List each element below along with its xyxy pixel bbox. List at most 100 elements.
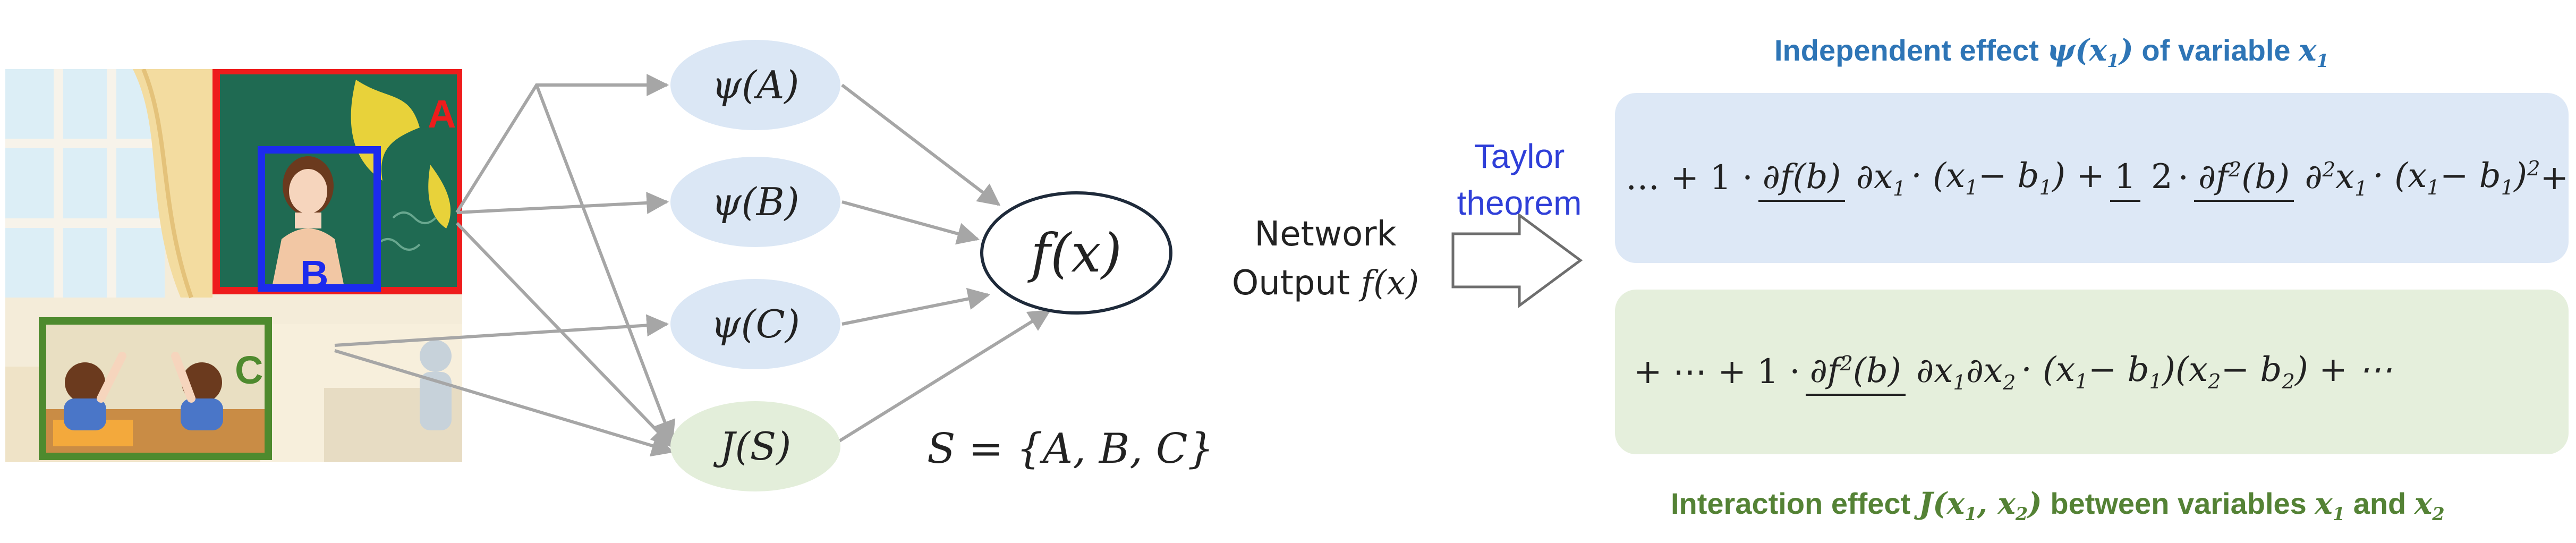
- interaction-v1-sub: 1: [2332, 503, 2345, 525]
- eq-top-t2-sup: 2: [2527, 156, 2540, 181]
- eq-top-f2-den-d: ∂: [2305, 157, 2323, 197]
- eq-top-half-den: 2: [2150, 157, 2173, 197]
- interaction-middle: between variables: [2042, 487, 2315, 520]
- eq-top-lead: … + 1 ·: [1626, 158, 1753, 198]
- classroom-illustration: A B C: [5, 67, 464, 462]
- eq-bottom-t1b: − b: [2088, 350, 2149, 390]
- eq-bottom-num-sup: 2: [1840, 351, 1853, 376]
- eq-top-t2b-sub: 1: [2501, 175, 2514, 200]
- set-definition: S = {A, B, C}: [927, 425, 1214, 473]
- eq-top-t2c: ): [2514, 156, 2528, 196]
- region-label-b: B: [300, 252, 328, 296]
- arrow-psi-b-to-fx: [841, 200, 980, 245]
- eq-bottom-t2-sub: 2: [2208, 369, 2221, 394]
- eq-top-t2b: − b: [2439, 156, 2501, 196]
- eq-bottom-terms: · (x1 − b1)(x2 − b2) + ⋯: [2021, 350, 2392, 394]
- node-j-s-label: J(S): [719, 424, 792, 469]
- eq-bottom-lead: + ⋯ + 1 ·: [1634, 352, 1800, 392]
- eq-top-f2-num-df: ∂f: [2198, 157, 2229, 197]
- eq-bottom-num: ∂f2(b): [1805, 351, 1906, 396]
- eq-top-f2-den-sub: 1: [2354, 176, 2368, 201]
- network-output-line2: Output f(x): [1214, 259, 1437, 308]
- eq-top-term1: · (x1 − b1) +: [1911, 156, 2105, 200]
- region-label-c: C: [235, 348, 263, 392]
- taylor-theorem-label: Taylor theorem: [1445, 133, 1594, 226]
- independent-prefix: Independent effect: [1774, 33, 2047, 67]
- eq-bottom-fraction: ∂f2(b) ∂x1∂x2: [1805, 348, 2016, 396]
- independent-effect-caption: Independent effect ψ(x1) of variable x1: [1774, 33, 2329, 71]
- eq-top-t2-sub: 1: [2427, 175, 2440, 200]
- eq-bottom-t2b: − b: [2221, 350, 2282, 390]
- eq-bottom-t1: · (x: [2021, 350, 2076, 390]
- independent-var: x1: [2299, 33, 2329, 72]
- taylor-line2: theorem: [1457, 184, 1582, 222]
- arrow-js-to-fx: [838, 309, 1051, 443]
- eq-top-f1-den-x: ∂x: [1856, 157, 1893, 197]
- eq-bottom-t1-sub: 1: [2075, 369, 2088, 394]
- interaction-j-comma: , x: [1977, 486, 2016, 521]
- eq-top-f2-den-x: x: [2335, 157, 2355, 197]
- taylor-line1: Taylor: [1474, 137, 1565, 175]
- eq-bottom-den-x2: ∂x: [1966, 351, 2003, 391]
- arrow-a-to-js: [535, 84, 676, 443]
- taylor-first-order-equation: … + 1 · ∂f(b) ∂x1 · (x1 − b1) + 1 2 · ∂f…: [1626, 104, 2576, 252]
- eq-top-t1-sub: 1: [1965, 175, 1978, 200]
- arrow-psi-c-to-fx: [841, 287, 991, 326]
- independent-psi-arg: (x: [2075, 33, 2107, 68]
- eq-bottom-den-sub1: 1: [1953, 370, 1966, 395]
- independent-psi-close: ): [2119, 33, 2133, 68]
- eq-bottom-num-df: ∂f: [1809, 351, 1840, 391]
- interaction-effect-caption: Interaction effect J(x1, x2) between var…: [1671, 486, 2445, 524]
- eq-bottom-t1c: )(x: [2162, 350, 2208, 390]
- independent-psi-symbol: ψ: [2047, 33, 2076, 68]
- node-psi-b: ψ(B): [670, 157, 840, 247]
- independent-middle: of variable: [2133, 33, 2299, 67]
- independent-psi: ψ(x1): [2047, 33, 2133, 72]
- eq-top-f2-num: ∂f2(b): [2194, 157, 2294, 202]
- interaction-j-args: (x: [1933, 486, 1965, 521]
- eq-top-t1: · (x: [1911, 156, 1966, 196]
- eq-top-dot: ·: [2178, 158, 2189, 198]
- interaction-v2-x: x: [2414, 486, 2433, 521]
- interaction-j-sub1: 1: [1965, 503, 1977, 525]
- node-psi-c-label: ψ(C): [711, 302, 800, 346]
- node-output-fx: f(x): [980, 191, 1172, 315]
- interaction-and: and: [2345, 487, 2415, 520]
- arrow-c-to-psi-c: [334, 314, 669, 347]
- independent-var-sub: 1: [2316, 50, 2329, 72]
- node-j-s: J(S): [670, 401, 840, 491]
- eq-top-t1c: ) +: [2052, 156, 2105, 196]
- eq-bottom-den-sub2: 2: [2002, 370, 2016, 395]
- eq-top-f1-den-sub: 1: [1892, 176, 1906, 201]
- eq-bottom-den: ∂x1∂x2: [1916, 348, 2016, 395]
- interaction-v1-x: x: [2315, 486, 2333, 521]
- independent-var-x: x: [2299, 33, 2317, 68]
- eq-top-f1-den: ∂x1: [1856, 154, 1906, 201]
- independent-psi-sub: 1: [2107, 50, 2120, 72]
- eq-bottom-t2c: ) + ⋯: [2294, 350, 2393, 390]
- node-psi-b-label: ψ(B): [711, 180, 800, 224]
- eq-top-f2-den-sup: 2: [2322, 157, 2335, 182]
- eq-top-f1-num: ∂f(b): [1758, 157, 1846, 202]
- eq-top-f2-num-sup: 2: [2228, 157, 2242, 182]
- eq-bottom-num-tail: (b): [1852, 351, 1901, 391]
- eq-top-term2: · (x1 − b1)2: [2373, 156, 2540, 200]
- network-output-fx: f(x): [1361, 264, 1419, 303]
- node-output-label: f(x): [1031, 222, 1122, 284]
- hollow-right-arrow: [1451, 213, 1583, 308]
- eq-top-half-num: 1: [2110, 157, 2140, 202]
- network-output-line1: Network: [1254, 215, 1397, 254]
- interaction-j: J(x1, x2): [1918, 486, 2042, 525]
- node-psi-a-label: ψ(A): [711, 63, 800, 107]
- arrow-b-to-psi-b: [456, 191, 669, 214]
- independent-effect-panel: [1615, 93, 2569, 263]
- eq-bottom-den-x1: ∂x: [1916, 351, 1953, 391]
- arrow-psi-a-to-fx: [841, 83, 1001, 206]
- interaction-j-symbol: J: [1918, 486, 1933, 521]
- interaction-v2-sub: 2: [2432, 503, 2445, 525]
- network-output-word: Output: [1231, 264, 1350, 303]
- region-label-a: A: [428, 92, 456, 136]
- classroom-image: A B C: [5, 67, 464, 462]
- eq-top-half: 1 2: [2110, 154, 2173, 202]
